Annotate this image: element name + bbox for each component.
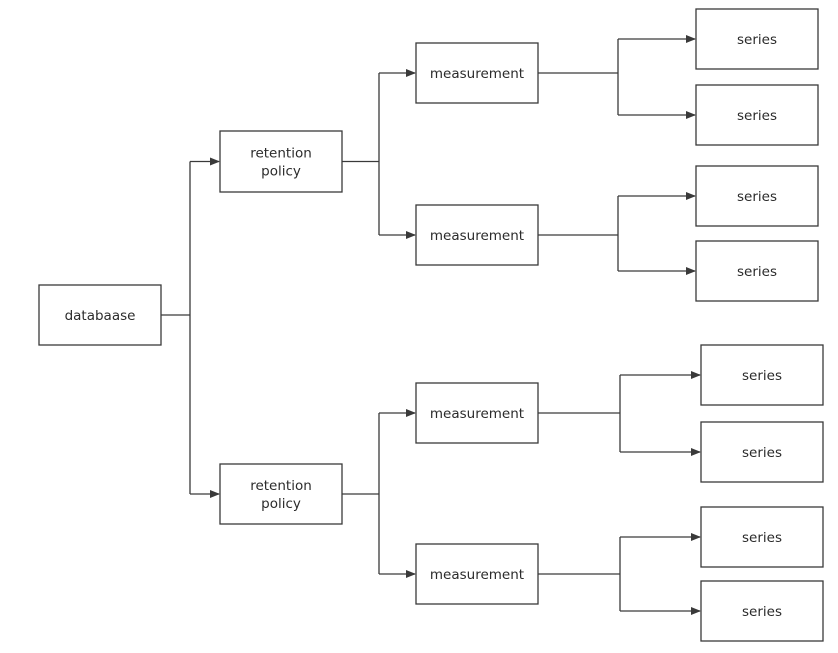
series-node: series [700, 580, 824, 642]
node-label: measurement [430, 406, 524, 422]
node-box [695, 84, 819, 146]
retention-policy-node: retention policy [219, 463, 343, 525]
series-node: series [700, 344, 824, 406]
node-box [415, 204, 539, 266]
series-node: series [700, 506, 824, 568]
node-label: measurement [430, 567, 524, 583]
measurement-node: measurement [415, 204, 539, 266]
node-layer: databaase retention policy measurement serie… [38, 8, 824, 642]
node-box [415, 382, 539, 444]
measurement-node: measurement [415, 382, 539, 444]
node-box [700, 344, 824, 406]
measurement-node: measurement [415, 543, 539, 605]
node-label-line: measurement [430, 406, 524, 422]
node-box [700, 506, 824, 568]
node-label-line: policy [261, 496, 301, 512]
node-label: series [737, 32, 777, 48]
series-node: series [695, 8, 819, 70]
node-label-line: series [742, 368, 782, 384]
node-label: series [742, 530, 782, 546]
node-label: measurement [430, 228, 524, 244]
node-label: series [737, 189, 777, 205]
node-box [38, 284, 162, 346]
node-label: series [737, 264, 777, 280]
node-box [415, 42, 539, 104]
node-box [219, 130, 343, 193]
connector-layer [161, 35, 701, 615]
node-label-line: series [742, 604, 782, 620]
node-label: retention policy [250, 478, 312, 512]
node-box [695, 165, 819, 227]
node-box [695, 240, 819, 302]
node-label-line: retention [250, 146, 312, 162]
series-node: series [700, 421, 824, 483]
node-label-line: measurement [430, 567, 524, 583]
node-label-line: series [737, 264, 777, 280]
node-box [415, 543, 539, 605]
node-label: series [742, 604, 782, 620]
node-label-line: retention [250, 478, 312, 494]
node-label-line: policy [261, 164, 301, 180]
node-box [700, 421, 824, 483]
node-label: series [737, 108, 777, 124]
node-box [219, 463, 343, 525]
node-label: retention policy [250, 146, 312, 180]
node-label-line: measurement [430, 228, 524, 244]
measurement-node: measurement [415, 42, 539, 104]
node-label-line: series [737, 189, 777, 205]
node-label-line: series [737, 108, 777, 124]
series-node: series [695, 240, 819, 302]
node-label-line: measurement [430, 66, 524, 82]
node-label-line: series [742, 530, 782, 546]
node-label: databaase [65, 308, 136, 324]
database-node: databaase [38, 284, 162, 346]
node-box [695, 8, 819, 70]
node-label: series [742, 368, 782, 384]
retention-policy-node: retention policy [219, 130, 343, 193]
node-label-line: series [737, 32, 777, 48]
node-label: series [742, 445, 782, 461]
node-box [700, 580, 824, 642]
series-node: series [695, 165, 819, 227]
node-label: measurement [430, 66, 524, 82]
node-label-line: databaase [65, 308, 136, 324]
series-node: series [695, 84, 819, 146]
node-label-line: series [742, 445, 782, 461]
